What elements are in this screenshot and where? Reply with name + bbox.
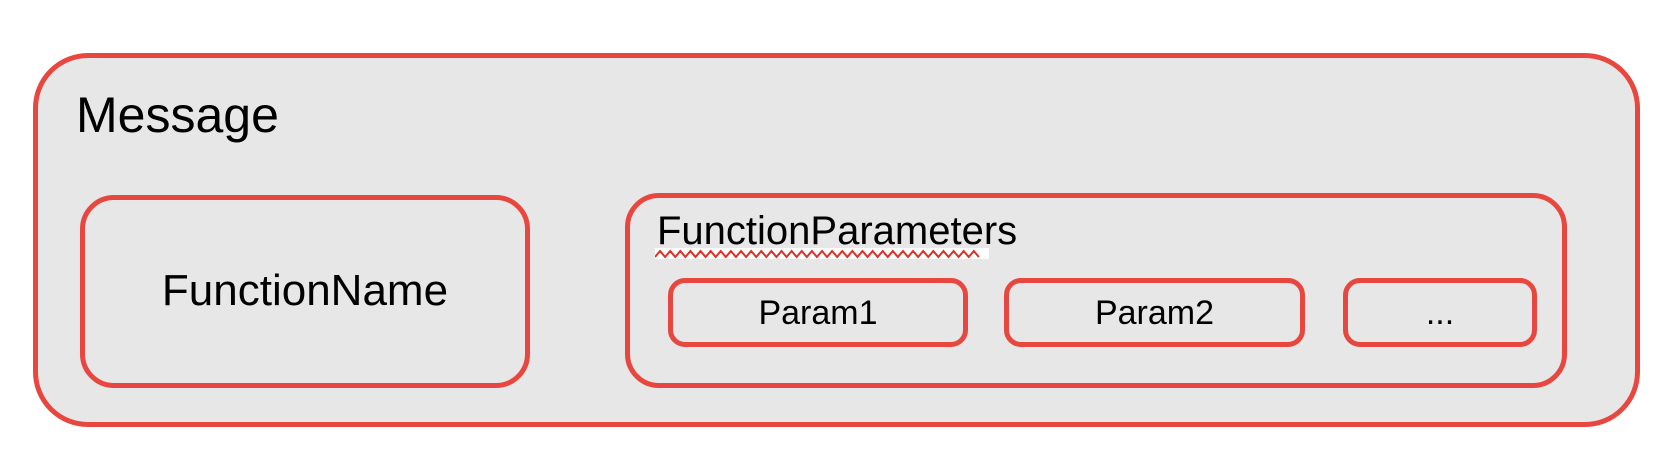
param-ellipsis-label: ...	[1425, 293, 1455, 332]
param1-label: Param1	[758, 293, 878, 332]
param-ellipsis-box: ...	[1343, 278, 1537, 347]
param2-box: Param2	[1004, 278, 1305, 347]
function-parameters-box: FunctionParameters Param1 Param2 ...	[625, 193, 1567, 388]
param1-box: Param1	[668, 278, 968, 347]
function-parameters-header: FunctionParameters	[655, 207, 1018, 259]
function-parameters-label: FunctionParameters	[657, 209, 1018, 253]
message-box: Message FunctionName FunctionParameters …	[33, 53, 1640, 427]
param2-label: Param2	[1094, 293, 1215, 332]
function-name-label: FunctionName	[161, 266, 449, 316]
message-label: Message	[76, 87, 279, 143]
function-name-box: FunctionName	[80, 195, 530, 388]
spellcheck-squiggle	[655, 248, 989, 259]
